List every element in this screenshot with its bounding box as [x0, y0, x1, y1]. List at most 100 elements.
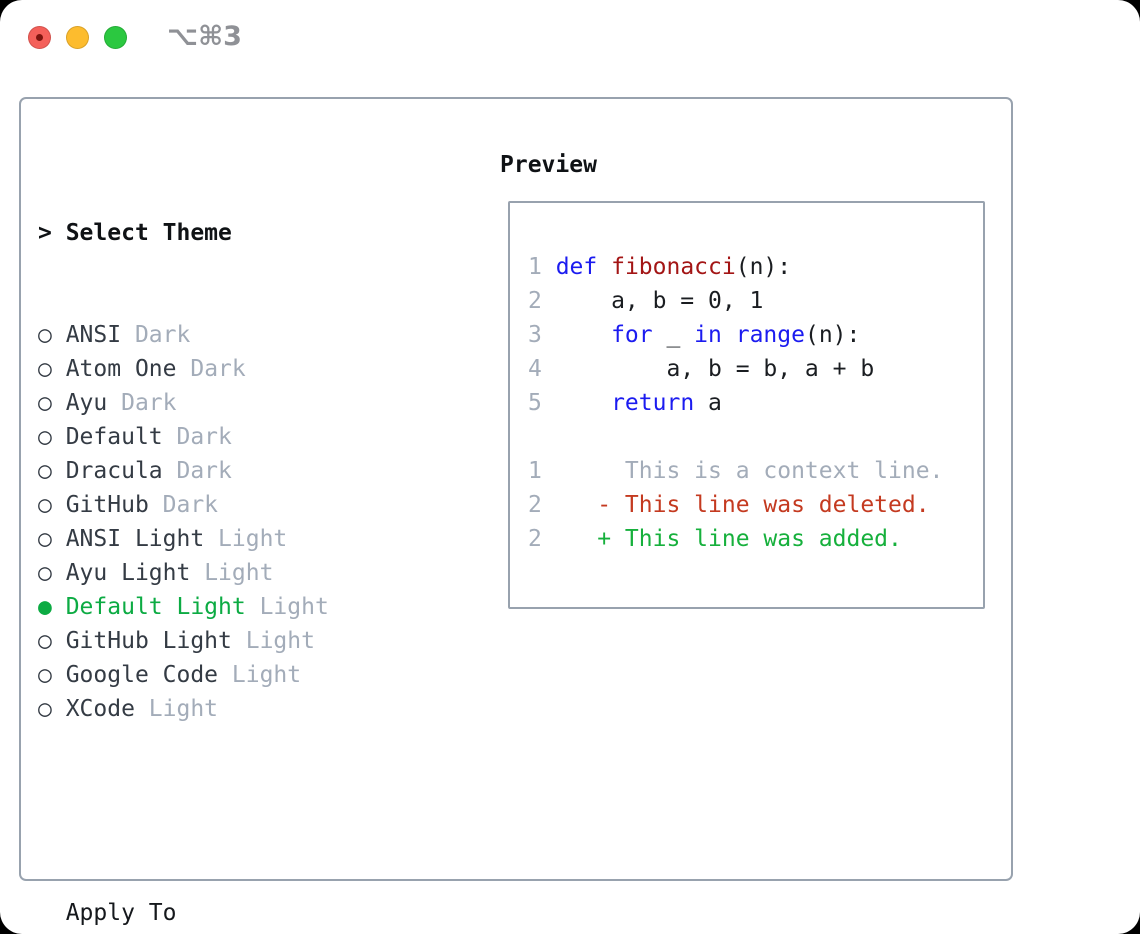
code-token: a, b = 0, 1	[555, 288, 764, 314]
theme-option-atom-one[interactable]: ○ Atom One Dark	[38, 352, 426, 386]
code-token	[597, 254, 611, 280]
theme-option-dracula[interactable]: ○ Dracula Dark	[38, 454, 426, 488]
radio-icon: ○	[38, 424, 52, 450]
line-number: 1	[528, 254, 542, 280]
theme-name: Google Code	[51, 662, 232, 688]
maximize-button[interactable]	[104, 26, 127, 49]
theme-option-ansi[interactable]: ○ ANSI Dark	[38, 318, 426, 352]
code-token: in	[694, 322, 722, 348]
code-token	[722, 322, 736, 348]
code-token: fibonacci	[611, 254, 736, 280]
theme-variant-label: Light	[245, 628, 315, 654]
apply-to-title: Apply To	[65, 900, 177, 926]
code-token: def	[555, 254, 598, 280]
code-line: 3 for _ in range(n):	[528, 318, 943, 352]
theme-variant-label: Dark	[176, 458, 232, 484]
code-line: 2 - This line was deleted.	[528, 488, 943, 522]
theme-option-github[interactable]: ○ GitHub Dark	[38, 488, 426, 522]
radio-icon: ○	[38, 560, 52, 586]
theme-name: Atom One	[51, 356, 191, 382]
close-button[interactable]	[28, 26, 51, 49]
theme-option-github-light[interactable]: ○ GitHub Light Light	[38, 624, 426, 658]
theme-variant-label: Light	[218, 526, 288, 552]
line-number: 2	[528, 526, 542, 552]
theme-name: ANSI Light	[51, 526, 219, 552]
theme-list-header: > Select Theme	[38, 216, 426, 250]
radio-icon: ○	[38, 356, 52, 382]
spacer	[38, 794, 426, 828]
theme-name: Default	[51, 424, 177, 450]
theme-option-google-code[interactable]: ○ Google Code Light	[38, 658, 426, 692]
code-line: 1 This is a context line.	[528, 454, 943, 488]
code-token: range	[735, 322, 805, 348]
code-token: for	[611, 322, 653, 348]
apply-to-header-row: Apply To	[38, 896, 426, 930]
code-token: This is a context line.	[555, 458, 944, 484]
code-token: return	[611, 390, 695, 416]
radio-selected-icon: ●	[38, 594, 52, 620]
theme-name: GitHub Light	[51, 628, 246, 654]
theme-option-xcode[interactable]: ○ XCode Light	[38, 692, 426, 726]
code-line: 5 return a	[528, 386, 943, 420]
code-token: + This line was added.	[555, 526, 902, 552]
radio-icon: ○	[38, 696, 52, 722]
code-token: a	[694, 390, 722, 416]
theme-name: Default Light	[51, 594, 260, 620]
theme-panel: > Select Theme ○ ANSI Dark○ Atom One Dar…	[38, 148, 426, 934]
radio-icon: ○	[38, 526, 52, 552]
code-line: 4 a, b = b, a + b	[528, 352, 943, 386]
code-line	[528, 420, 943, 454]
theme-list-title: Select Theme	[65, 220, 232, 246]
theme-list: ○ ANSI Dark○ Atom One Dark○ Ayu Dark○ De…	[38, 318, 426, 726]
theme-variant-label: Light	[204, 560, 274, 586]
theme-name: Ayu Light	[51, 560, 205, 586]
theme-name: XCode	[51, 696, 149, 722]
main-panel-border	[19, 97, 1013, 881]
titlebar	[28, 26, 127, 49]
theme-variant-label: Light	[231, 662, 302, 688]
code-token: (n):	[735, 254, 792, 280]
theme-option-ayu[interactable]: ○ Ayu Dark	[38, 386, 426, 420]
theme-variant-label: Light	[148, 696, 219, 722]
radio-icon: ○	[38, 628, 52, 654]
code-token: (n):	[804, 322, 861, 348]
code-token	[556, 390, 611, 416]
line-number: 5	[528, 390, 542, 416]
theme-option-ansi-light[interactable]: ○ ANSI Light Light	[38, 522, 426, 556]
theme-variant-label: Dark	[190, 356, 246, 382]
line-number: 1	[528, 458, 542, 484]
code-line: 2 a, b = 0, 1	[528, 284, 943, 318]
radio-icon: ○	[38, 322, 52, 348]
code-token	[556, 322, 611, 348]
line-number: 3	[528, 322, 542, 348]
theme-variant-label: Dark	[162, 492, 219, 518]
minimize-button[interactable]	[66, 26, 89, 49]
code-line: 2 + This line was added.	[528, 522, 943, 556]
theme-name: Ayu	[51, 390, 122, 416]
theme-name: Dracula	[51, 458, 177, 484]
theme-option-default-light[interactable]: ● Default Light Light	[38, 590, 426, 624]
theme-option-ayu-light[interactable]: ○ Ayu Light Light	[38, 556, 426, 590]
theme-variant-label: Dark	[121, 390, 177, 416]
theme-option-default[interactable]: ○ Default Dark	[38, 420, 426, 454]
theme-variant-label: Light	[259, 594, 329, 620]
preview-title: Preview	[500, 152, 597, 178]
code-token: - This line was deleted.	[555, 492, 930, 518]
focus-indicator: >	[38, 220, 66, 246]
radio-icon: ○	[38, 492, 52, 518]
radio-icon: ○	[38, 662, 52, 688]
window-title: ⌥⌘3	[167, 21, 242, 52]
code-token: _	[652, 322, 695, 348]
theme-name: ANSI	[51, 322, 135, 348]
line-number: 2	[528, 492, 542, 518]
line-number: 2	[528, 288, 542, 314]
theme-variant-label: Dark	[134, 322, 191, 348]
radio-icon: ○	[38, 458, 52, 484]
radio-icon: ○	[38, 390, 52, 416]
preview-box-border	[508, 201, 985, 609]
code-token: a, b = b, a + b	[555, 356, 875, 382]
code-line: 1 def fibonacci(n):	[528, 250, 943, 284]
theme-name: GitHub	[51, 492, 163, 518]
